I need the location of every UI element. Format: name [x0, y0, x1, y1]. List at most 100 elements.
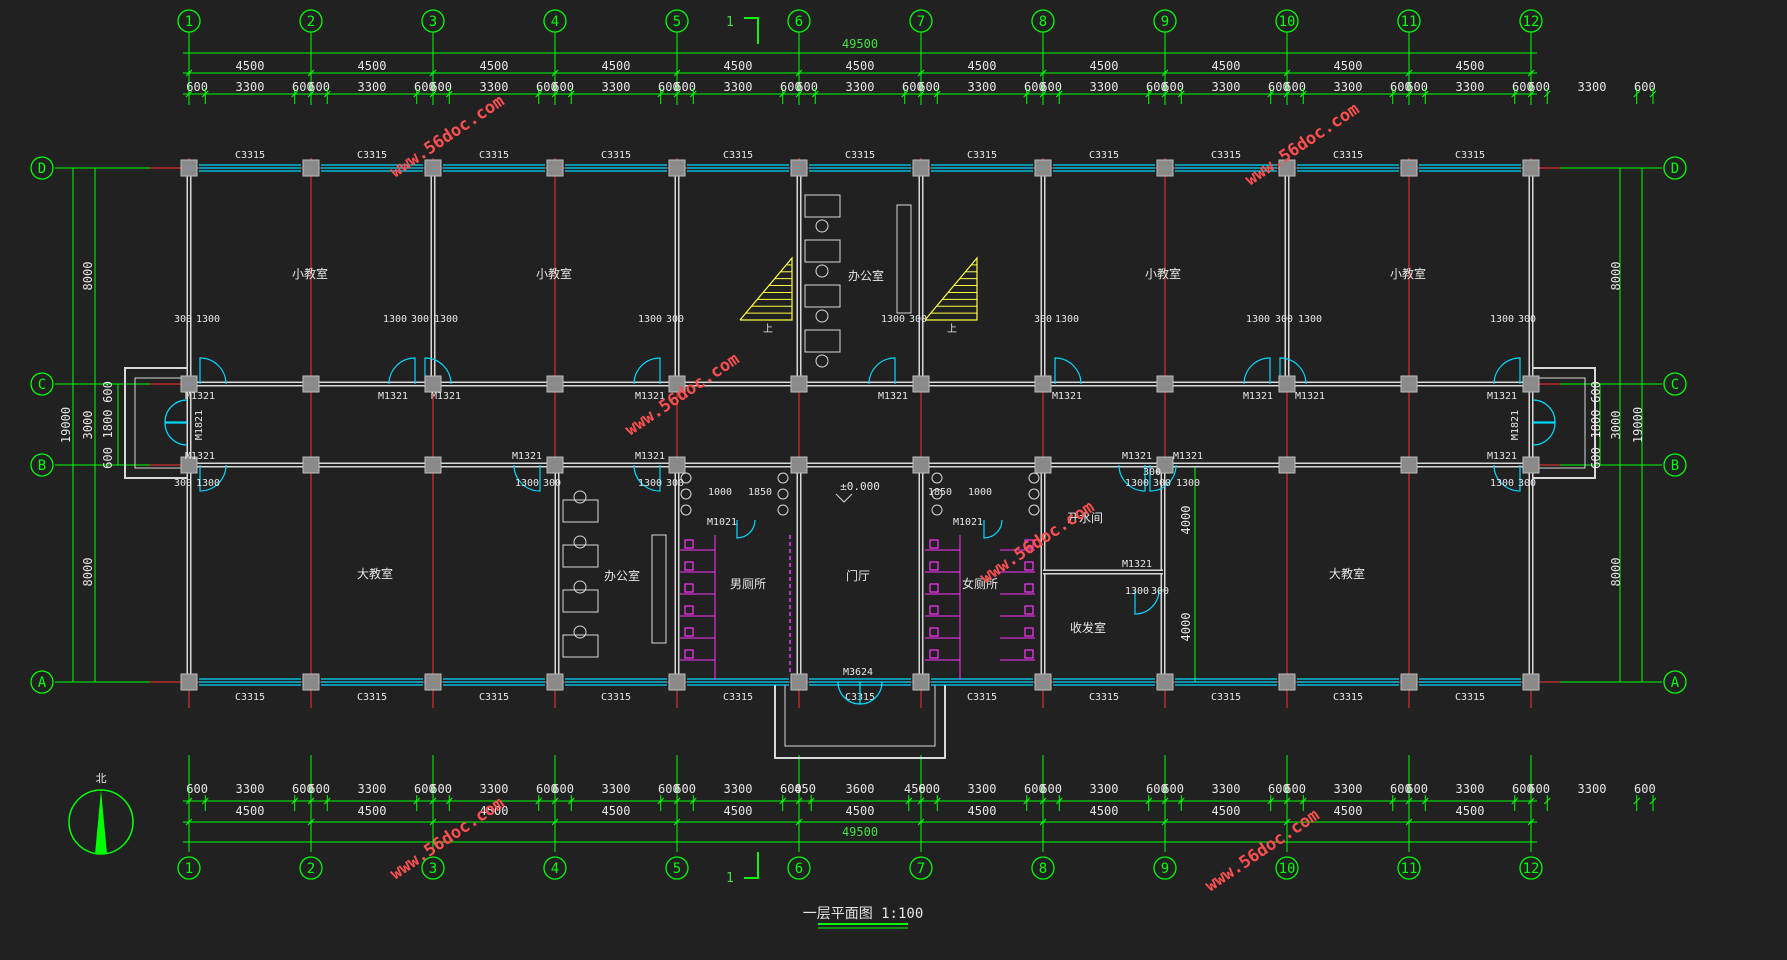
axis-bubble-col-bottom-10	[1275, 856, 1299, 880]
axis-bubble-col-top-6	[787, 9, 811, 33]
column-C12	[1522, 375, 1540, 393]
bay-dim-bottom-value-5: 4500	[846, 804, 875, 818]
door-label-46: 300	[1143, 467, 1161, 478]
door-label-39: 1300	[638, 478, 662, 489]
mens-stall-3	[684, 605, 694, 615]
detail-dim-top-value-25: 3300	[1212, 80, 1241, 94]
chair-north-1	[815, 264, 829, 278]
sink-mens-0	[680, 472, 692, 484]
detail-dim-top-value-17: 600	[902, 80, 924, 94]
door-label-6: M1321	[1243, 391, 1273, 402]
chair-north-0	[815, 219, 829, 233]
door-north-6	[1243, 357, 1271, 385]
bay-dim-bottom-tick-5	[795, 818, 803, 826]
dim-right-middle: 3000	[1609, 411, 1623, 440]
column-D6	[790, 159, 808, 177]
room-mens-toilet: 男厕所	[730, 577, 766, 591]
axis-label-row-right-B: B	[1671, 458, 1679, 474]
axis-label-col-bottom-7: 7	[917, 861, 925, 877]
detail-dim-top-value-30: 600	[1406, 80, 1428, 94]
sink-hall-west-2	[777, 504, 789, 516]
door-label-42: 300	[1153, 478, 1171, 489]
desk-north-1	[804, 239, 841, 263]
door-label-52: 1000	[968, 487, 992, 498]
axis-label-col-bottom-6: 6	[795, 861, 803, 877]
column-B2	[302, 456, 320, 474]
detail-dim-top-value-27: 600	[1284, 80, 1306, 94]
door-label-31: 300	[1275, 314, 1293, 325]
column-B4	[546, 456, 564, 474]
door-label-east-exit: M1821	[1510, 410, 1521, 440]
dim-left-middle: 3000	[81, 411, 95, 440]
detail-dim-top-value-32: 600	[1512, 80, 1534, 94]
door-label-32: 1300	[1298, 314, 1322, 325]
entry-porch-outer	[774, 685, 946, 759]
column-C8	[1034, 375, 1052, 393]
watermark-2: www.56doc.com	[1242, 99, 1363, 190]
detail-dim-top-value-20: 600	[1024, 80, 1046, 94]
axis-bubble-row-left-C	[30, 372, 54, 396]
door-label-36: 1300	[196, 478, 220, 489]
column-D1	[180, 159, 198, 177]
window-label-south-2: C3315	[479, 692, 509, 703]
axis-label-col-bottom-10: 10	[1279, 861, 1296, 877]
door-north-7	[1279, 357, 1307, 385]
axis-label-col-bottom-11: 11	[1401, 861, 1418, 877]
door-north-8	[1493, 357, 1521, 385]
door-label-28: 300	[1034, 314, 1052, 325]
column-D11	[1400, 159, 1418, 177]
window-label-north-10: C3315	[1455, 150, 1485, 161]
detail-dim-top-value-10: 3300	[602, 80, 631, 94]
axis-bubble-col-top-4	[543, 9, 567, 33]
axis-label-col-bottom-1: 1	[185, 861, 193, 877]
door-label-17: M1021	[953, 517, 983, 528]
room-hot-water: 开水间	[1067, 511, 1103, 525]
north-arrow: 北	[68, 772, 134, 855]
door-womens-toilet	[983, 519, 1003, 539]
column-C3	[424, 375, 442, 393]
axis-label-col-bottom-4: 4	[551, 861, 559, 877]
detail-dim-bottom-value-17: 450	[904, 782, 926, 796]
door-label-west-exit: M1821	[194, 410, 205, 440]
chair-north-3	[815, 354, 829, 368]
window-label-south-4: C3315	[723, 692, 753, 703]
detail-dim-bottom-value-21: 600	[1040, 782, 1062, 796]
column-A1	[180, 673, 198, 691]
detail-dim-top-value-18: 600	[918, 80, 940, 94]
chair-north-2	[815, 309, 829, 323]
door-label-22: 300	[411, 314, 429, 325]
bay-dim-top-value-5: 4500	[846, 59, 875, 73]
column-A5	[668, 673, 686, 691]
axis-grid-lines	[150, 158, 1570, 708]
detail-dim-top-value-19: 3300	[968, 80, 997, 94]
door-west-exit-b	[164, 422, 188, 446]
bay-dim-top-value-4: 4500	[724, 59, 753, 73]
detail-dim-bottom-value-20: 600	[1024, 782, 1046, 796]
bay-dim-bottom-value-7: 4500	[1090, 804, 1119, 818]
door-label-40: 300	[666, 478, 684, 489]
bay-dim-top-tick-11	[1527, 69, 1535, 77]
bay-dim-top-tick-3	[551, 69, 559, 77]
mens-stall-4	[684, 627, 694, 637]
axis-label-row-left-D: D	[38, 161, 46, 177]
room-womens-toilet: 女厕所	[962, 576, 998, 591]
desk-north-3	[804, 329, 841, 353]
door-north-3	[633, 357, 661, 385]
detail-dim-top-value-29: 600	[1390, 80, 1412, 94]
room-labels: 小教室 小教室 办公室 小教室 小教室 大教室 办公室 男厕所 门厅 女厕所 开…	[292, 266, 1426, 635]
column-B8	[1034, 456, 1052, 474]
axis-label-col-bottom-12: 12	[1523, 861, 1540, 877]
door-label-34: 300	[1518, 314, 1536, 325]
mens-stall-1	[684, 561, 694, 571]
detail-dim-bottom-value-14: 600	[780, 782, 802, 796]
detail-dim-bottom-value-22: 3300	[1090, 782, 1119, 796]
axis-label-col-top-1: 1	[185, 14, 193, 30]
dim-left-entry-2: 600	[101, 447, 115, 469]
detail-dim-bottom-value-16: 3600	[846, 782, 875, 796]
axis-label-col-top-10: 10	[1279, 14, 1296, 30]
detail-dim-top-value-5: 600	[414, 80, 436, 94]
window-label-south-6: C3315	[967, 692, 997, 703]
axis-bubble-col-bottom-4	[543, 856, 567, 880]
column-B5	[668, 456, 686, 474]
